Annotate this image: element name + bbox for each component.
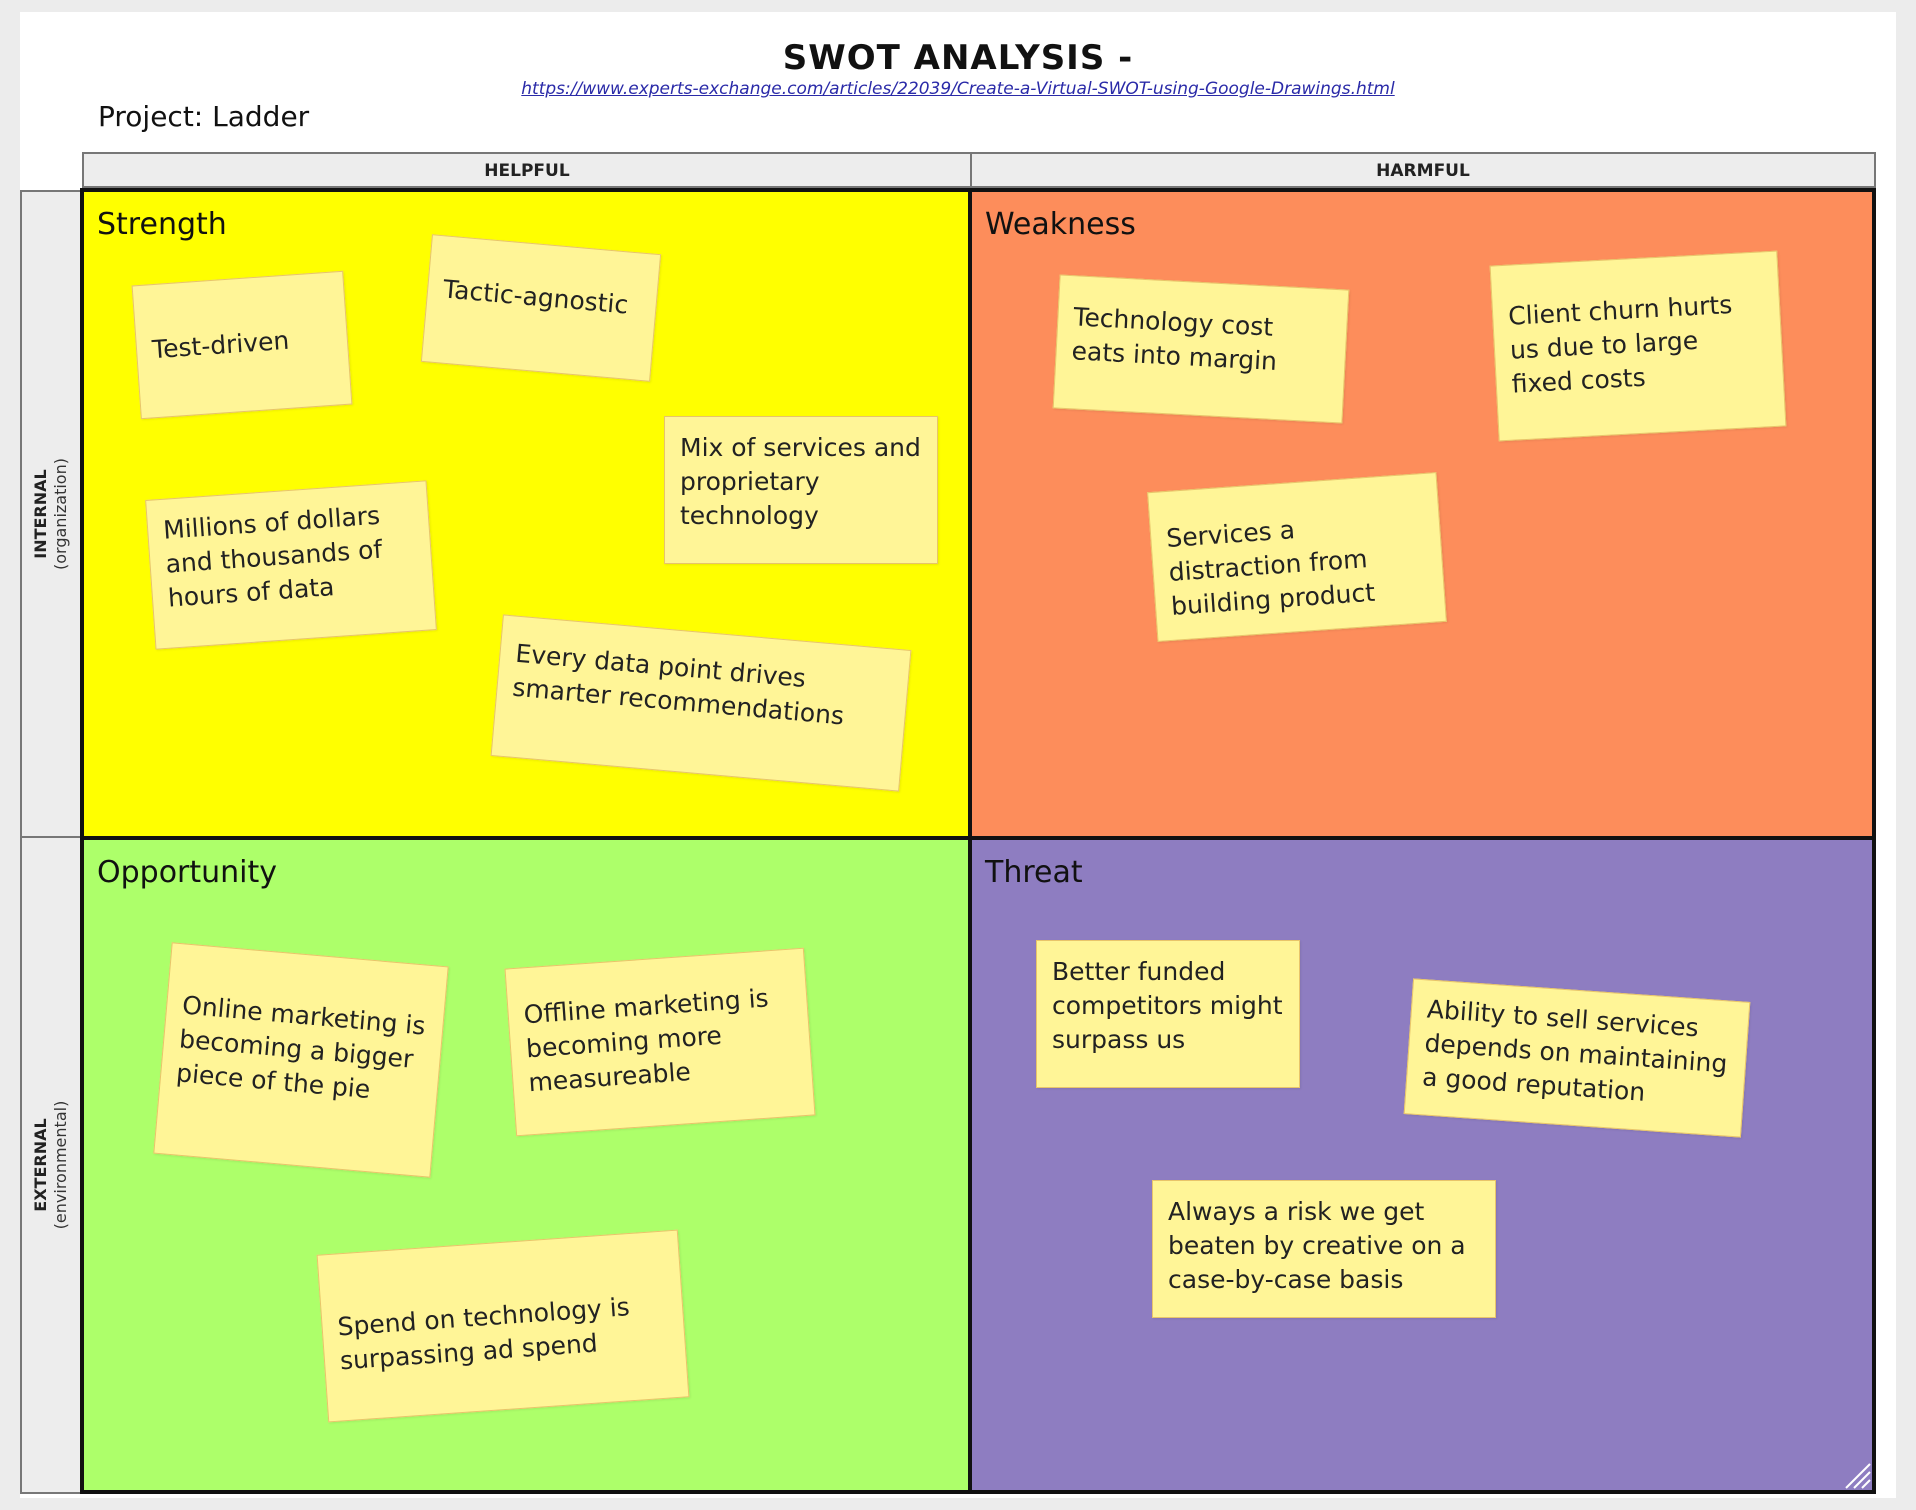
sticky-note-text: Offline marketing is becoming more measu… (522, 983, 770, 1098)
quadrant-weakness: Weakness Technology cost eats into margi… (968, 188, 1876, 840)
quadrant-title-opportunity: Opportunity (97, 855, 278, 890)
sticky-note[interactable]: Every data point drives smarter recommen… (490, 614, 912, 792)
sticky-note-text: Always a risk we get beaten by creative … (1168, 1197, 1466, 1294)
row-header-external: EXTERNAL (environmental) (20, 836, 82, 1494)
resize-grip-icon[interactable] (1836, 1454, 1872, 1490)
sticky-note-text: Online marketing is becoming a bigger pi… (175, 990, 427, 1105)
quadrant-title-strength: Strength (97, 207, 227, 242)
sticky-note-text: Services a distraction from building pro… (1165, 515, 1376, 621)
column-header-helpful: HELPFUL (82, 152, 972, 188)
quadrant-strength: Strength Test-driven Tactic-agnostic Mil… (80, 188, 972, 840)
sticky-note-text: Spend on technology is surpassing ad spe… (336, 1292, 631, 1376)
quadrant-title-threat: Threat (985, 855, 1083, 890)
sticky-note[interactable]: Client churn hurts us due to large fixed… (1489, 250, 1787, 442)
sticky-note-text: Every data point drives smarter recommen… (511, 638, 846, 731)
sticky-note-text: Tactic-agnostic (442, 274, 630, 320)
row-header-internal: INTERNAL (organization) (20, 190, 82, 838)
quadrant-title-weakness: Weakness (985, 207, 1136, 242)
project-label: Project: Ladder (98, 100, 310, 133)
sticky-note[interactable]: Test-driven (131, 270, 353, 420)
swot-canvas: SWOT ANALYSIS - https://www.experts-exch… (20, 12, 1896, 1498)
sticky-note-text: Client churn hurts us due to large fixed… (1507, 290, 1733, 399)
quadrant-opportunity: Opportunity Online marketing is becoming… (80, 836, 972, 1494)
row-label-internal: INTERNAL (31, 469, 50, 559)
sticky-note[interactable]: Better funded competitors might surpass … (1036, 940, 1300, 1088)
sticky-note-text: Millions of dollars and thousands of hou… (162, 500, 384, 613)
row-sublabel-external: (environmental) (51, 1100, 70, 1230)
source-link[interactable]: https://www.experts-exchange.com/article… (521, 79, 1395, 99)
sticky-note[interactable]: Always a risk we get beaten by creative … (1152, 1180, 1496, 1318)
sticky-note[interactable]: Ability to sell services depends on main… (1403, 978, 1751, 1138)
sticky-note-text: Better funded competitors might surpass … (1052, 957, 1283, 1054)
sticky-note[interactable]: Tactic-agnostic (420, 234, 662, 382)
sticky-note[interactable]: Mix of services and proprietary technolo… (664, 416, 938, 564)
sticky-note[interactable]: Spend on technology is surpassing ad spe… (316, 1229, 690, 1423)
sticky-note[interactable]: Online marketing is becoming a bigger pi… (153, 942, 449, 1178)
column-header-harmful: HARMFUL (970, 152, 1876, 188)
page-title: SWOT ANALYSIS - (782, 38, 1134, 78)
sticky-note[interactable]: Technology cost eats into margin (1052, 274, 1350, 424)
sticky-note-text: Ability to sell services depends on main… (1421, 994, 1729, 1107)
sticky-note[interactable]: Millions of dollars and thousands of hou… (145, 480, 437, 650)
sticky-note[interactable]: Offline marketing is becoming more measu… (504, 947, 816, 1137)
sticky-note-text: Technology cost eats into margin (1070, 302, 1278, 376)
sticky-note-text: Test-driven (151, 325, 291, 365)
quadrant-threat: Threat Better funded competitors might s… (968, 836, 1876, 1494)
sticky-note-text: Mix of services and proprietary technolo… (680, 433, 921, 530)
row-sublabel-internal: (organization) (51, 458, 70, 570)
row-label-external: EXTERNAL (31, 1118, 50, 1212)
sticky-note[interactable]: Services a distraction from building pro… (1147, 472, 1447, 642)
